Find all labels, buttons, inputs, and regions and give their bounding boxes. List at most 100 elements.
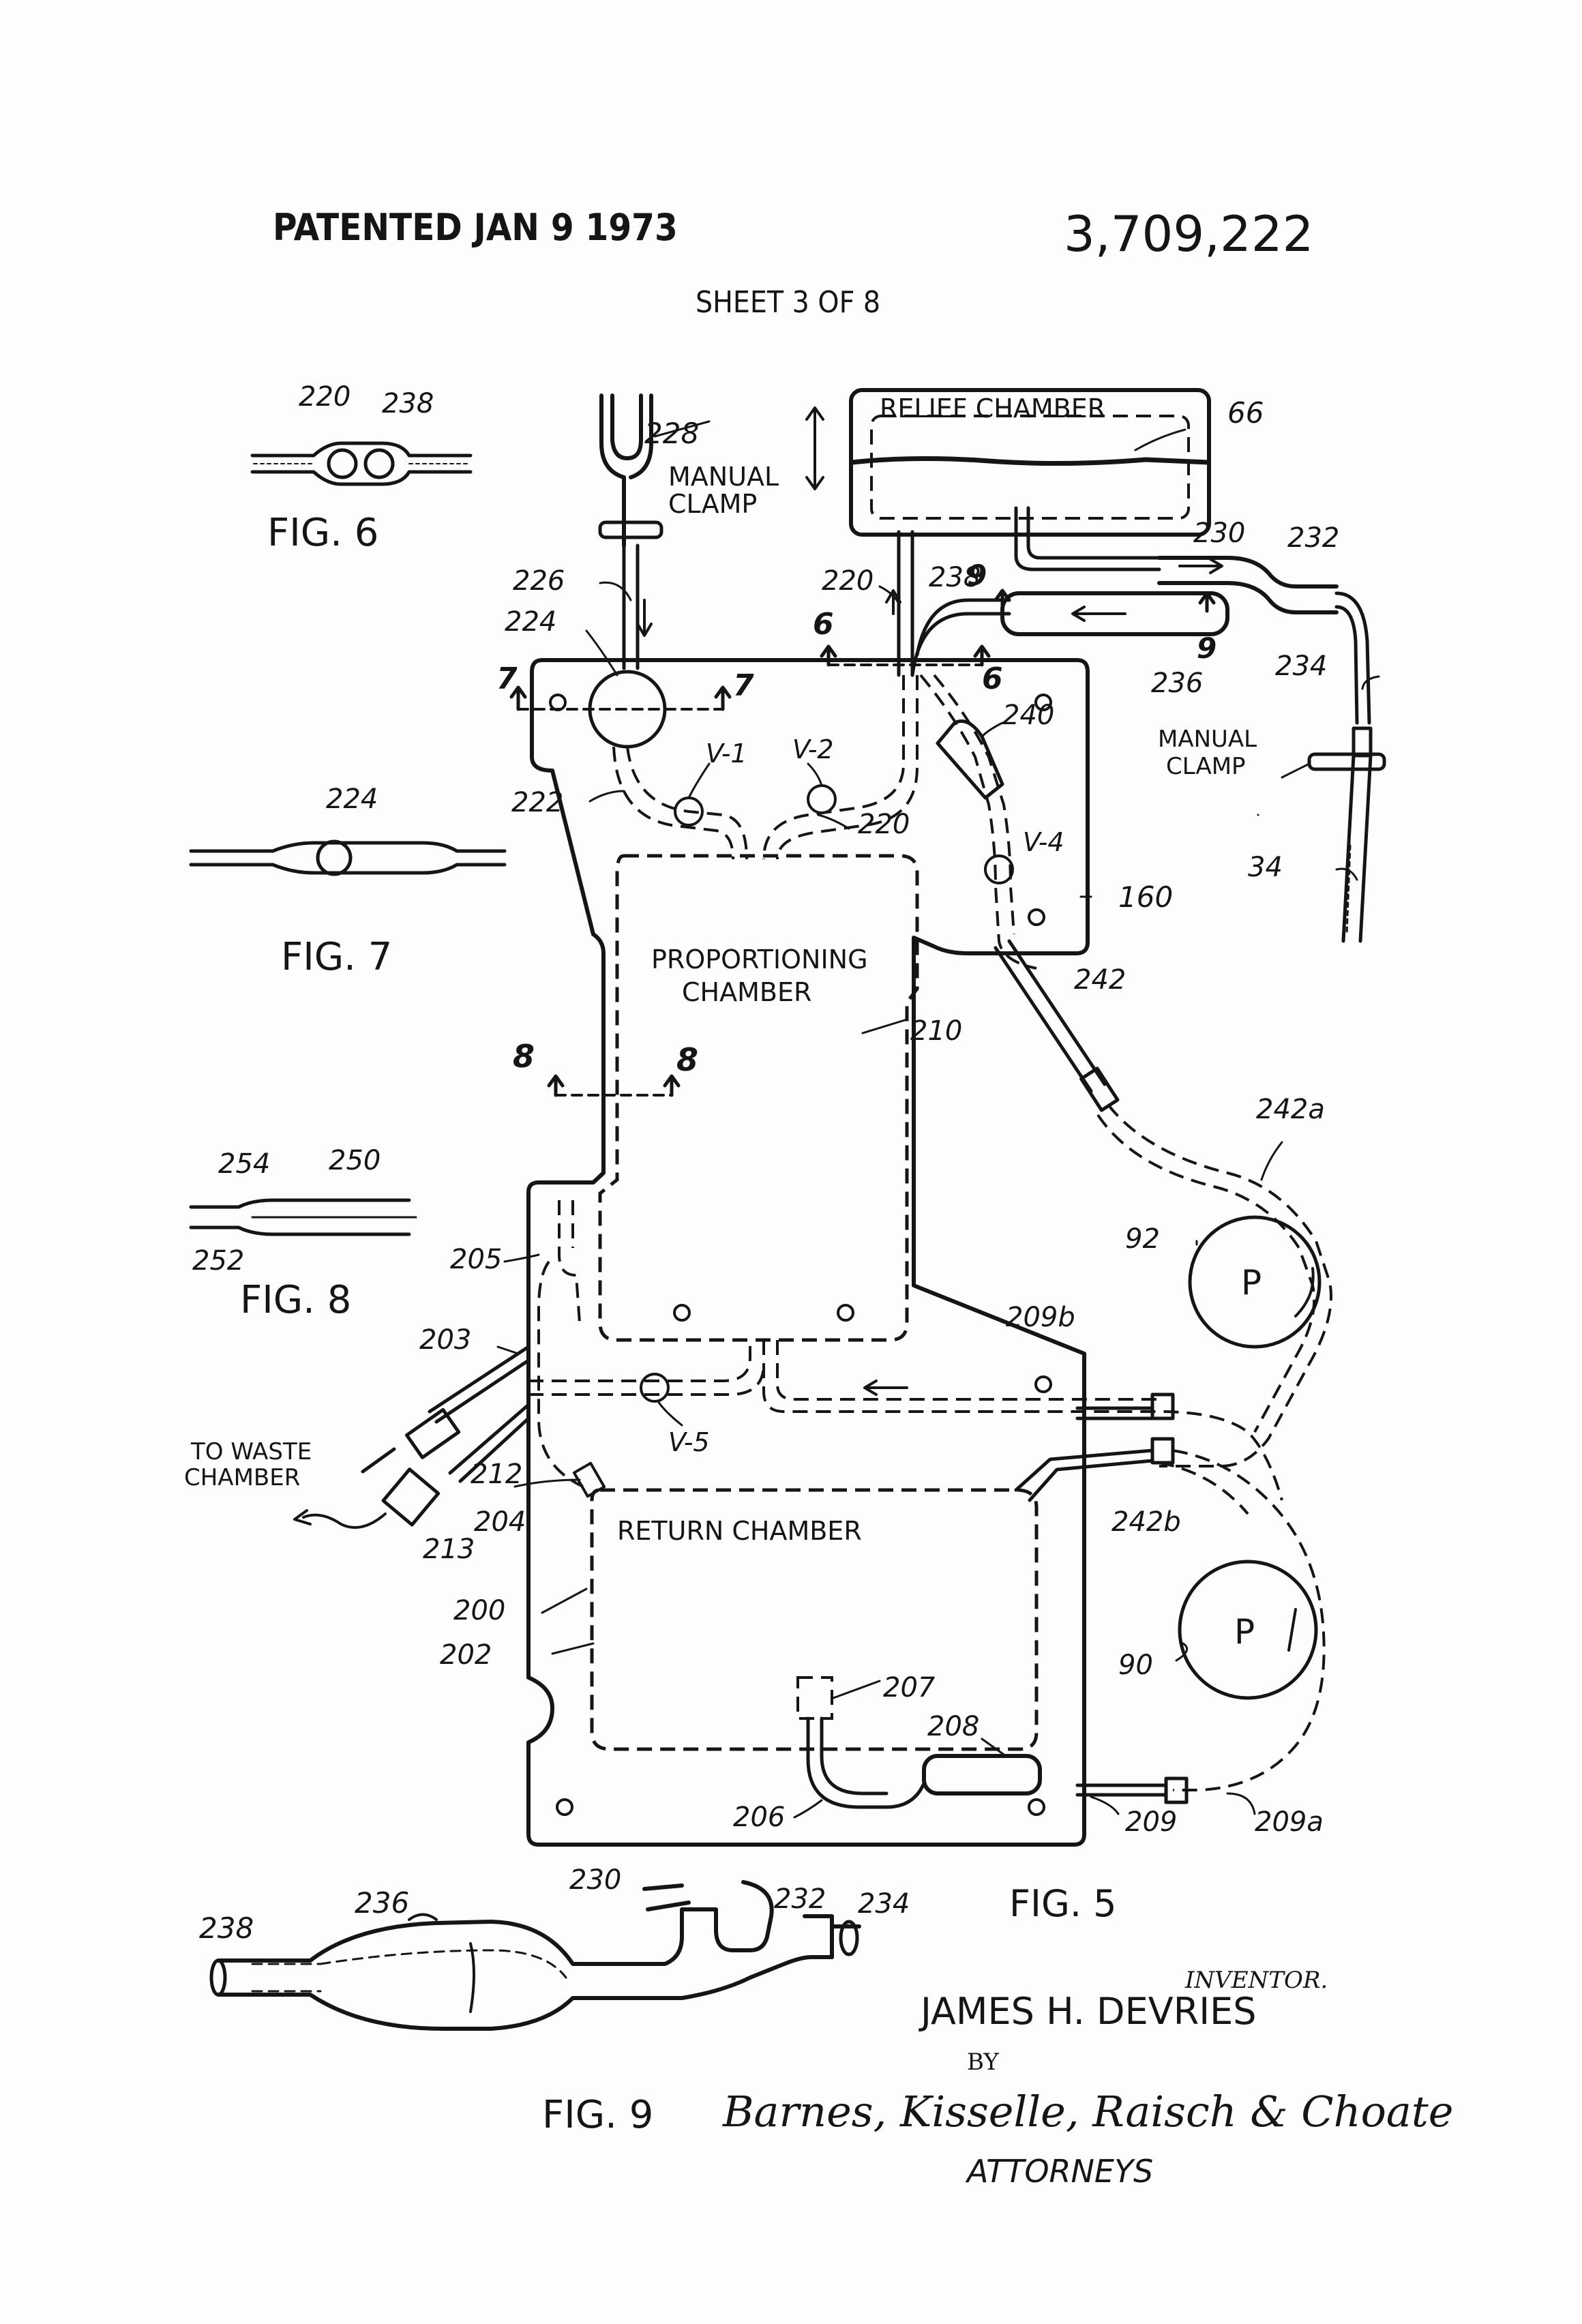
manual-clamp-right: [1309, 754, 1384, 769]
tube-209b: [764, 1340, 1282, 1500]
ref-208: 208: [927, 1711, 979, 1742]
fig5-caption: FIG. 5: [1009, 1882, 1117, 1925]
ref-232-fig9: 232: [774, 1883, 826, 1915]
ref-240: 240: [1002, 700, 1054, 731]
tube-209: [1077, 1785, 1166, 1795]
ref-238-fig6: 238: [382, 388, 434, 419]
mounting-holes: [550, 695, 1051, 1815]
valve-v5: [641, 1374, 668, 1401]
proportioning-label-1: PROPORTIONING: [651, 944, 868, 974]
connector-213: [383, 1470, 438, 1525]
ref-222: 222: [511, 787, 563, 818]
fig6-caption: FIG. 6: [267, 511, 378, 555]
valve-v2: [808, 786, 835, 813]
ref-224: 224: [505, 606, 556, 638]
ref-209b: 209b: [1006, 1302, 1075, 1333]
tube-206: [808, 1718, 924, 1807]
ref-207: 207: [883, 1672, 936, 1703]
manual-clamp-top-1: MANUAL: [668, 462, 779, 492]
tube-242: [996, 941, 1105, 1091]
ref-234: 234: [1275, 651, 1327, 682]
tube-234: [1337, 593, 1369, 723]
cassette-plate-outline: [528, 660, 1088, 1845]
ref-v4: V-4: [1023, 827, 1064, 857]
ref-92: 92: [1125, 1223, 1160, 1255]
ref-160: 160: [1118, 880, 1173, 914]
ref-242a: 242a: [1256, 1094, 1325, 1125]
ref-v5: V-5: [668, 1427, 710, 1457]
ref-9-lower: 9: [1197, 631, 1217, 665]
patent-number: 3,709,222: [1064, 205, 1313, 263]
ref-209a: 209a: [1255, 1806, 1324, 1838]
ref-9-upper: 9: [967, 558, 987, 592]
fig9-bag-assembly: [211, 1882, 859, 2029]
ref-230-fig9: 230: [569, 1864, 621, 1896]
ref-230: 230: [1193, 518, 1245, 549]
ref-236: 236: [1151, 668, 1203, 699]
leader-lines: [498, 421, 1379, 1817]
ref-242: 242: [1074, 964, 1126, 996]
ref-34: 34: [1248, 852, 1283, 883]
ref-220-fig6: 220: [299, 381, 350, 413]
patent-date: PATENTED JAN 9 1973: [273, 206, 678, 249]
ref-210: 210: [910, 1015, 962, 1047]
ref-252: 252: [192, 1245, 244, 1277]
ref-224-fig7: 224: [326, 784, 378, 815]
ref-200: 200: [453, 1595, 505, 1626]
pump-92-label: P: [1241, 1263, 1262, 1302]
channel-v5: [528, 1340, 750, 1381]
ref-90: 90: [1118, 1650, 1153, 1681]
attorneys-label: ATTORNEYS: [965, 2153, 1153, 2190]
fitting-207: [798, 1678, 832, 1718]
fig8-caption: FIG. 8: [240, 1278, 351, 1322]
ref-v1: V-1: [706, 739, 747, 769]
ref-7-right: 7: [733, 668, 754, 703]
ref-234-fig9: 234: [858, 1888, 910, 1920]
by-label: BY: [967, 2049, 999, 2076]
fig8-tube-cross-section: [191, 1200, 416, 1234]
ref-232: 232: [1287, 522, 1339, 554]
ref-209: 209: [1125, 1806, 1177, 1838]
valve-v4: [985, 856, 1013, 883]
manual-clamp-right-2: CLAMP: [1166, 753, 1246, 780]
fig9-caption: FIG. 9: [542, 2093, 653, 2137]
ref-8-right: 8: [676, 1041, 698, 1078]
ref-242b: 242b: [1111, 1506, 1181, 1538]
ref-238-fig9: 238: [199, 1911, 254, 1945]
ref-202: 202: [440, 1639, 492, 1671]
ref-220-mid: 220: [858, 809, 910, 840]
ref-66: 66: [1227, 396, 1264, 430]
fig7-caption: FIG. 7: [281, 935, 392, 979]
ref-206: 206: [733, 1802, 785, 1833]
ref-212: 212: [471, 1459, 522, 1490]
to-waste-label-2: CHAMBER: [184, 1464, 300, 1491]
filter-208: [924, 1756, 1040, 1793]
ref-6-left: 6: [813, 607, 834, 642]
relief-chamber-label: RELIEF CHAMBER: [880, 393, 1105, 423]
fig7-tube-cross-section: [191, 841, 505, 874]
manual-clamp-right-1: MANUAL: [1158, 726, 1257, 753]
ref-6-right: 6: [982, 661, 1003, 696]
pump-90-label: P: [1234, 1612, 1255, 1652]
attorney-firm-signature: Barnes, Kisselle, Raisch & Choate: [722, 2087, 1454, 2136]
fitting-205: [559, 1200, 580, 1323]
proportioning-chamber-outline: [600, 856, 917, 1340]
ref-203: 203: [419, 1324, 471, 1356]
return-chamber-label: RETURN CHAMBER: [617, 1516, 862, 1546]
movement-arrow: [807, 408, 823, 489]
ref-v2: V-2: [792, 734, 834, 764]
proportioning-label-2: CHAMBER: [682, 977, 811, 1007]
to-waste-label-1: TO WASTE: [190, 1438, 312, 1465]
ref-205: 205: [450, 1244, 502, 1275]
ref-8-left: 8: [513, 1038, 535, 1075]
inventor-name: JAMES H. DEVRIES: [919, 1990, 1257, 2033]
ref-228: 228: [644, 417, 699, 450]
ref-204: 204: [474, 1506, 526, 1538]
fig6-tube-cross-section: [252, 443, 471, 484]
ref-226: 226: [513, 565, 565, 597]
manual-clamp-top-2: CLAMP: [668, 489, 757, 519]
sheet-number: SHEET 3 OF 8: [696, 285, 880, 320]
tube-220: [899, 532, 912, 675]
